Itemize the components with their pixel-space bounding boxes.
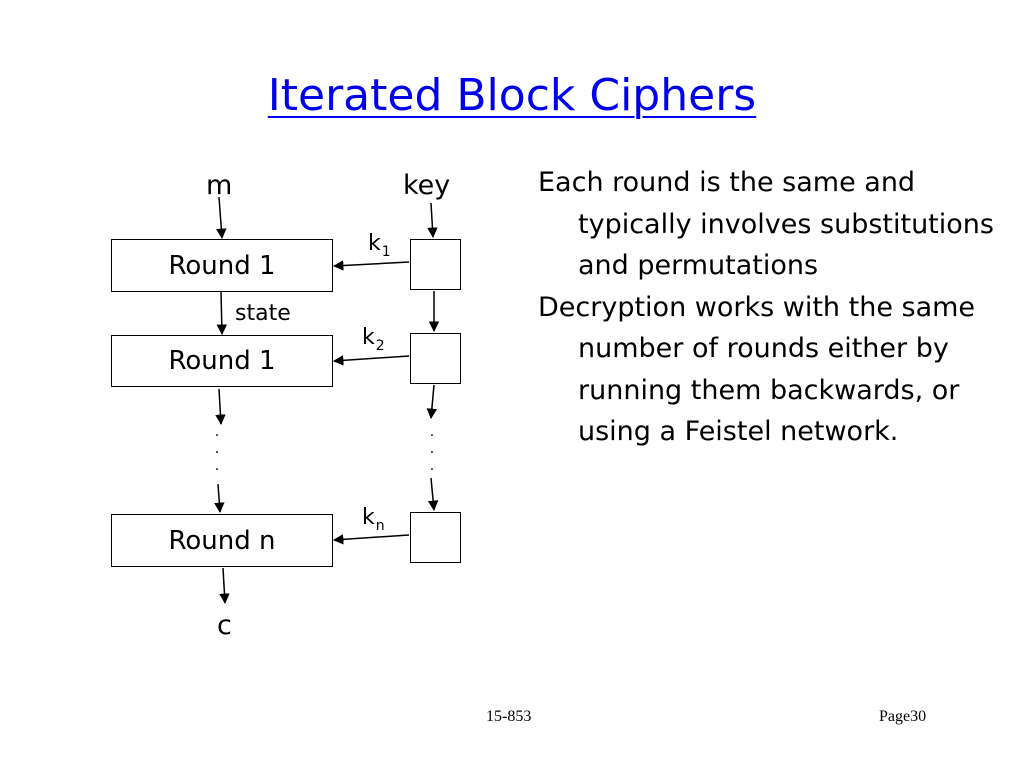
subkey-box-2 — [410, 333, 461, 384]
bullet-list: Each round is the same and typically inv… — [538, 162, 998, 453]
bullet-item: Each round is the same and typically inv… — [538, 167, 994, 281]
right-ellipsis: ··· — [429, 428, 435, 478]
footer-course: 15-853 — [486, 708, 532, 725]
subkey-box-n — [410, 512, 461, 563]
key-label: key — [403, 170, 451, 201]
arrow-round1-state — [216, 291, 228, 336]
subkey-label-2: k2 — [362, 325, 385, 354]
arrow-m-to-round1 — [216, 196, 227, 240]
arrow-round2-down — [215, 388, 226, 426]
slide-title: Iterated Block Ciphers — [267, 70, 757, 121]
round-box-2: Round 1 — [111, 335, 333, 387]
footer-page-number: Page30 — [879, 708, 927, 725]
output-c-label: c — [217, 610, 232, 641]
diagram-arrows — [214, 196, 440, 605]
round-box-1: Round 1 — [111, 239, 333, 292]
arrow-box2-down — [426, 384, 438, 420]
round-box-n: Round n — [111, 514, 333, 567]
arrow-k2 — [332, 355, 410, 366]
arrow-to-roundn — [214, 483, 225, 514]
arrow-kn — [332, 534, 410, 545]
input-m-label: m — [206, 170, 233, 201]
arrow-k1 — [332, 260, 410, 271]
subkey-label-1: k1 — [368, 231, 391, 260]
state-label: state — [235, 301, 291, 326]
left-ellipsis: ··· — [214, 428, 220, 478]
subkey-box-1 — [410, 239, 461, 290]
subkey-label-n: kn — [362, 505, 385, 534]
arrow-to-boxn — [427, 477, 439, 512]
arrow-roundn-to-c — [219, 567, 230, 605]
bullet-item: Decryption works with the same number of… — [538, 291, 976, 448]
cipher-diagram: m key Round 1 Round 1 Round n state k1 k… — [0, 0, 520, 700]
arrow-key-to-box1 — [427, 202, 438, 239]
